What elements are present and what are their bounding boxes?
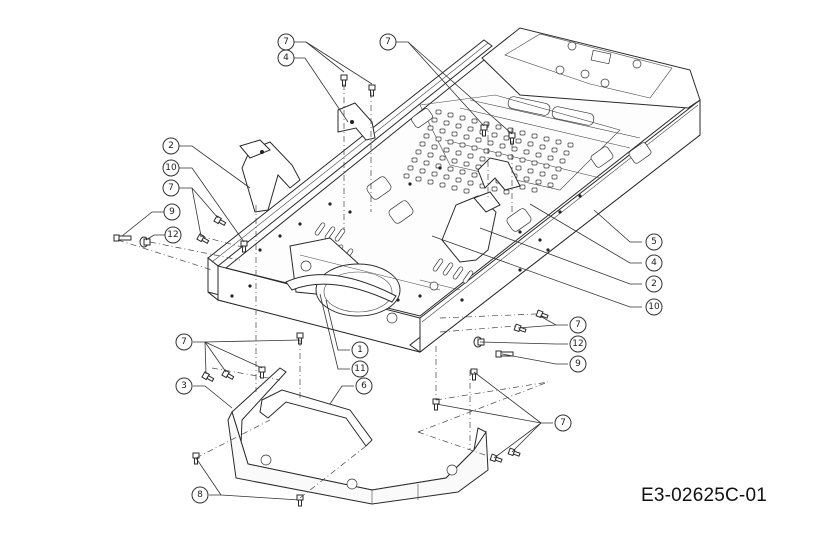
callout-8[interactable]: 8 xyxy=(191,486,209,504)
bracket-left-part-2 xyxy=(239,139,301,213)
callout-7-left[interactable]: 7 xyxy=(162,179,180,197)
callout-12-left[interactable]: 12 xyxy=(164,226,182,244)
svg-text:7: 7 xyxy=(385,37,391,47)
callout-4-top[interactable]: 4 xyxy=(277,49,295,67)
svg-text:1: 1 xyxy=(357,345,363,355)
bolt-icon xyxy=(258,366,266,379)
svg-text:10: 10 xyxy=(165,163,177,173)
bolt-icon xyxy=(513,323,527,333)
pin-icon xyxy=(495,350,514,358)
svg-text:7: 7 xyxy=(560,418,566,428)
callout-10-left[interactable]: 10 xyxy=(162,159,180,177)
bolt-icon xyxy=(470,368,478,381)
callout-5[interactable]: 5 xyxy=(645,233,663,251)
svg-text:2: 2 xyxy=(651,279,657,289)
callout-4-right[interactable]: 4 xyxy=(645,254,663,272)
callout-7-top-left[interactable]: 7 xyxy=(277,33,295,51)
bolt-icon xyxy=(240,240,248,253)
svg-text:7: 7 xyxy=(181,337,187,347)
callout-7-lower-right[interactable]: 7 xyxy=(554,414,572,432)
bracket-right-part-2 xyxy=(441,191,501,263)
assembly-lines xyxy=(117,84,549,499)
pin-icon xyxy=(113,234,132,242)
callout-6[interactable]: 6 xyxy=(355,377,373,395)
bolt-icon xyxy=(201,371,215,382)
svg-text:4: 4 xyxy=(283,53,289,63)
bolt-icon xyxy=(368,84,376,97)
svg-text:5: 5 xyxy=(651,237,657,247)
leader-lines xyxy=(121,41,642,501)
callout-7-top-right[interactable]: 7 xyxy=(379,33,397,51)
svg-text:3: 3 xyxy=(181,381,187,391)
bolt-icon xyxy=(221,369,235,380)
svg-text:4: 4 xyxy=(651,258,657,268)
callout-7-right[interactable]: 7 xyxy=(569,316,587,334)
callout-9-right[interactable]: 9 xyxy=(569,355,587,373)
svg-text:12: 12 xyxy=(167,230,178,240)
svg-text:9: 9 xyxy=(169,207,175,217)
callout-2-right[interactable]: 2 xyxy=(645,275,663,293)
bolt-icon xyxy=(535,309,549,319)
svg-text:2: 2 xyxy=(168,141,174,151)
bracket-rear-part-4 xyxy=(477,157,521,191)
svg-text:11: 11 xyxy=(354,364,365,374)
bolt-icon xyxy=(213,215,227,226)
svg-text:9: 9 xyxy=(575,359,581,369)
svg-text:7: 7 xyxy=(168,183,174,193)
bolt-icon xyxy=(507,447,521,457)
bracket-upper-part-4 xyxy=(337,102,376,141)
svg-text:7: 7 xyxy=(575,320,581,330)
bolt-icon xyxy=(489,453,503,463)
svg-text:6: 6 xyxy=(361,381,367,391)
svg-text:10: 10 xyxy=(648,302,660,312)
callout-10-right[interactable]: 10 xyxy=(645,298,663,316)
bolt-icon xyxy=(196,233,210,244)
svg-text:8: 8 xyxy=(197,490,203,500)
callout-7-lower-left[interactable]: 7 xyxy=(175,333,193,351)
callout-9-left[interactable]: 9 xyxy=(163,203,181,221)
callout-1[interactable]: 1 xyxy=(351,341,369,359)
drawing-number: E3-02625C-01 xyxy=(641,485,767,506)
bolt-icon xyxy=(480,124,488,137)
callout-12-right[interactable]: 12 xyxy=(569,335,587,353)
fasteners xyxy=(113,74,549,507)
bumper-bracket-part-6 xyxy=(259,389,373,447)
callout-3[interactable]: 3 xyxy=(175,377,193,395)
svg-text:12: 12 xyxy=(572,339,583,349)
chassis-frame xyxy=(207,27,701,354)
callout-2-left[interactable]: 2 xyxy=(162,137,180,155)
callout-11[interactable]: 11 xyxy=(351,360,369,378)
front-bumper-part-3 xyxy=(227,367,489,505)
svg-text:7: 7 xyxy=(283,37,289,47)
